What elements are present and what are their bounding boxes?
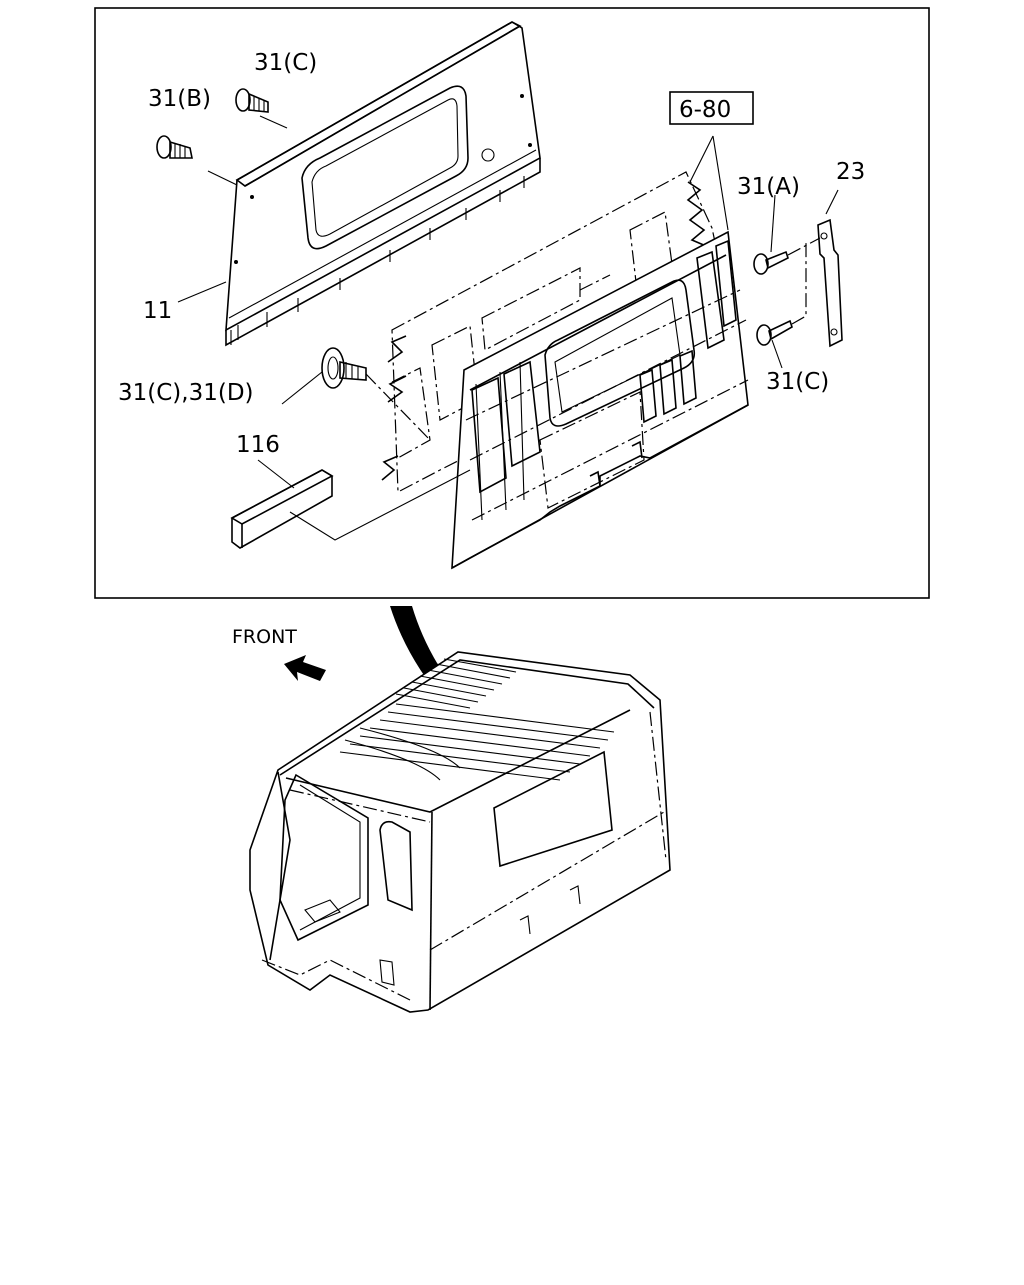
label-116: 116 <box>236 432 280 458</box>
clip-31c-top <box>235 88 269 113</box>
label-31c-top: 31(C) <box>254 50 317 76</box>
bracket-part-23 <box>817 189 843 348</box>
trim-panel-part-11 <box>207 21 541 347</box>
screw-31c-right <box>756 240 807 369</box>
label-31c-right: 31(C) <box>766 369 829 395</box>
clip-31b <box>156 135 193 159</box>
detail-frame <box>94 7 930 599</box>
label-11: 11 <box>143 298 172 324</box>
leader-lines <box>177 194 776 489</box>
label-31a: 31(A) <box>737 174 800 200</box>
bolt-31c-31d <box>321 347 431 441</box>
body-rear-panel <box>381 135 749 570</box>
front-label: FRONT <box>232 626 297 648</box>
front-arrow-icon <box>284 655 326 681</box>
label-31c-31d: 31(C),31(D) <box>118 380 254 406</box>
cab-overview <box>249 651 671 1013</box>
callout-swoosh <box>390 606 540 768</box>
screw-31a <box>753 237 821 275</box>
label-23: 23 <box>836 159 865 185</box>
pad-part-116 <box>230 469 471 549</box>
label-6-80: 6-80 <box>679 97 731 123</box>
reference-box-6-80 <box>669 91 754 125</box>
label-31b: 31(B) <box>148 86 211 112</box>
